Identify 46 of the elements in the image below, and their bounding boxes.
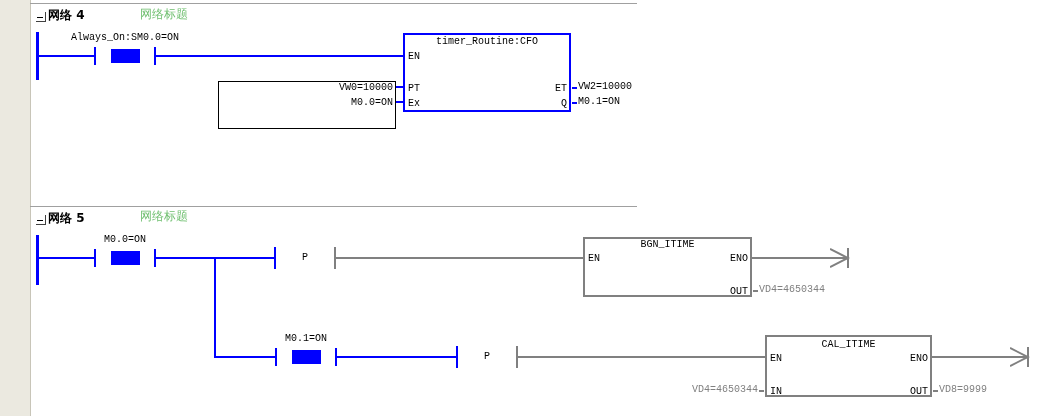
connector-line (521, 356, 766, 358)
transition-contact (270, 246, 340, 270)
pin-label: OUT (910, 386, 928, 398)
connector-line (161, 257, 270, 358)
pin-label: OUT (730, 286, 748, 298)
contact-symbol (88, 234, 162, 268)
parameter-box (218, 81, 396, 129)
block-title: CAL_ITIME (820, 339, 877, 351)
pin-label: EN (588, 253, 600, 265)
connector-line (395, 101, 404, 103)
function-block (403, 33, 571, 112)
transition-label: P (483, 351, 491, 363)
pin-label: IN (770, 386, 782, 398)
pin-label: ENO (730, 253, 748, 265)
network-title: 网络 5 (48, 211, 85, 226)
transition-label: P (301, 252, 309, 264)
pin-label: EN (408, 51, 420, 63)
connector-line (38, 55, 69, 57)
parameter-value: VW0=10000 (339, 82, 393, 94)
power-rail (36, 32, 39, 80)
pin-label: ET (555, 83, 567, 95)
network-comment: 网络标题 (140, 209, 188, 224)
parameter-value: M0.0=ON (351, 97, 393, 109)
contact-label: M0.0=ON (103, 234, 147, 246)
contact-label: Always_On:SM0.0=ON (70, 32, 180, 44)
block-title: BGN_ITIME (639, 239, 696, 251)
contact-symbol (269, 333, 343, 367)
connector-line (339, 257, 584, 259)
power-rail (36, 235, 39, 285)
contact-symbol (68, 32, 182, 68)
pin-label: Q (561, 98, 567, 110)
network-comment: 网络标题 (140, 7, 188, 22)
pin-label: Ex (408, 98, 420, 110)
pin-label: ENO (910, 353, 928, 365)
connector-line (342, 356, 453, 358)
function-block (583, 237, 752, 297)
pin-label: PT (408, 83, 420, 95)
connector-line (181, 55, 404, 57)
connector-line (395, 86, 404, 88)
transition-contact (452, 345, 522, 369)
connector-line (38, 257, 89, 259)
pin-label: EN (770, 353, 782, 365)
function-block (765, 335, 932, 397)
contact-label: M0.1=ON (284, 333, 328, 345)
network-title: 网络 4 (48, 8, 85, 23)
block-title: timer_Routine:CFO (435, 36, 539, 48)
